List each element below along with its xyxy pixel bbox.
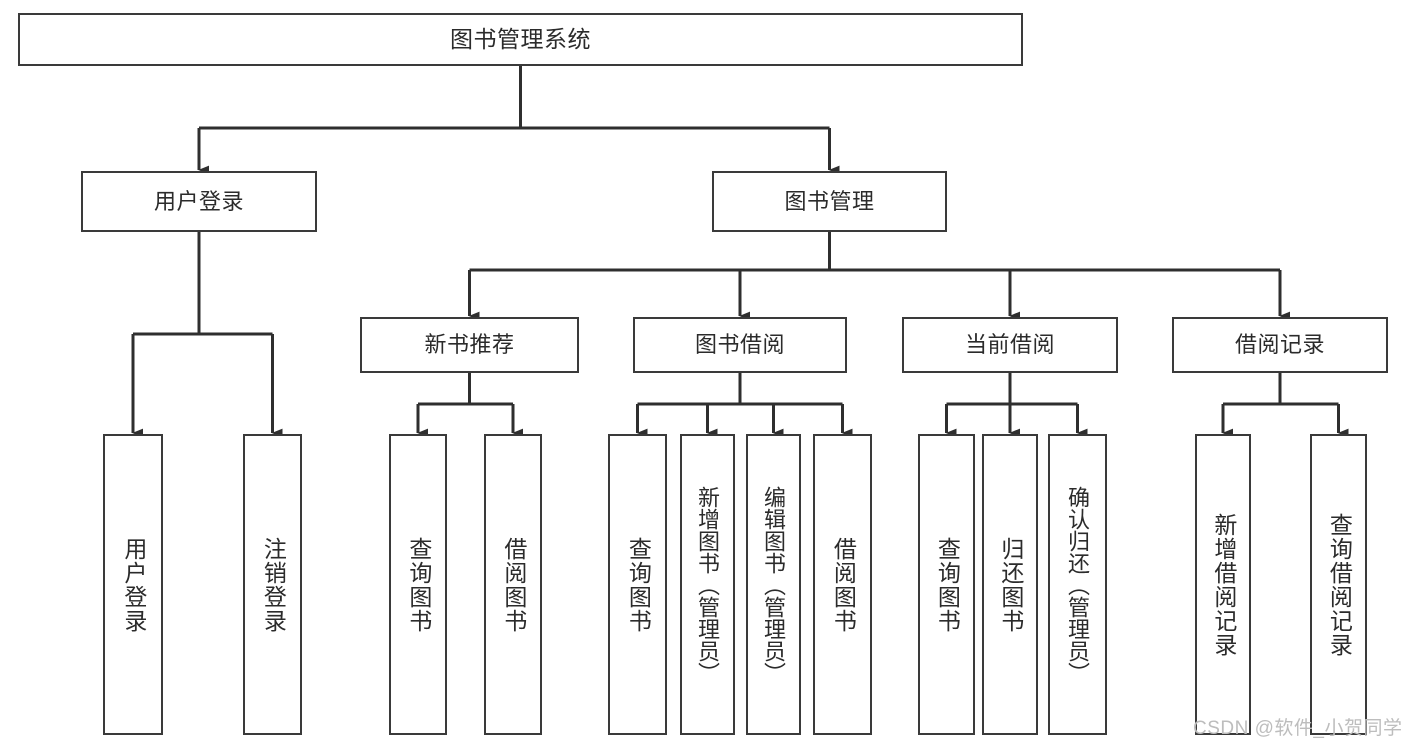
- node-leaf3[interactable]: 查询图书: [389, 434, 447, 735]
- node-label: 当前借阅: [964, 332, 1055, 358]
- node-leaf7[interactable]: 编辑图书（管理员）: [746, 434, 801, 735]
- node-leaf2[interactable]: 注销登录: [243, 434, 302, 735]
- node-label: 图书管理系统: [450, 25, 591, 52]
- node-borrow[interactable]: 图书借阅: [633, 317, 847, 373]
- node-leaf9[interactable]: 查询图书: [918, 434, 975, 735]
- node-label: 新增图书（管理员）: [695, 485, 721, 684]
- node-leaf12[interactable]: 新增借阅记录: [1195, 434, 1251, 735]
- node-records[interactable]: 借阅记录: [1172, 317, 1388, 373]
- node-label: 确认归还（管理员）: [1065, 485, 1091, 684]
- node-label: 图书管理: [784, 188, 875, 214]
- node-bookmgmt[interactable]: 图书管理: [712, 171, 947, 232]
- node-newbook[interactable]: 新书推荐: [360, 317, 579, 373]
- node-label: 查询借阅记录: [1326, 512, 1353, 657]
- node-label: 查询图书: [625, 536, 652, 633]
- node-leaf4[interactable]: 借阅图书: [484, 434, 542, 735]
- node-leaf5[interactable]: 查询图书: [608, 434, 667, 735]
- node-label: 新增借阅记录: [1210, 512, 1237, 657]
- node-label: 编辑图书（管理员）: [761, 485, 787, 684]
- node-label: 归还图书: [997, 536, 1024, 633]
- node-label: 借阅图书: [500, 536, 527, 633]
- node-current[interactable]: 当前借阅: [902, 317, 1118, 373]
- node-label: 注销登录: [260, 536, 287, 633]
- node-login[interactable]: 用户登录: [81, 171, 317, 232]
- node-leaf8[interactable]: 借阅图书: [813, 434, 872, 735]
- node-label: 用户登录: [153, 188, 244, 214]
- node-leaf1[interactable]: 用户登录: [103, 434, 163, 735]
- node-label: 查询图书: [934, 536, 961, 633]
- node-label: 图书借阅: [694, 332, 785, 358]
- node-root[interactable]: 图书管理系统: [18, 13, 1023, 66]
- node-label: 用户登录: [120, 536, 147, 633]
- csdn-watermark: CSDN @软件_小贺同学: [1193, 718, 1403, 739]
- node-label: 借阅图书: [830, 536, 857, 633]
- node-leaf11[interactable]: 确认归还（管理员）: [1048, 434, 1107, 735]
- node-leaf6[interactable]: 新增图书（管理员）: [680, 434, 735, 735]
- node-label: 新书推荐: [424, 332, 515, 358]
- node-leaf10[interactable]: 归还图书: [982, 434, 1038, 735]
- node-label: 查询图书: [405, 536, 432, 633]
- node-label: 借阅记录: [1234, 332, 1325, 358]
- node-leaf13[interactable]: 查询借阅记录: [1310, 434, 1367, 735]
